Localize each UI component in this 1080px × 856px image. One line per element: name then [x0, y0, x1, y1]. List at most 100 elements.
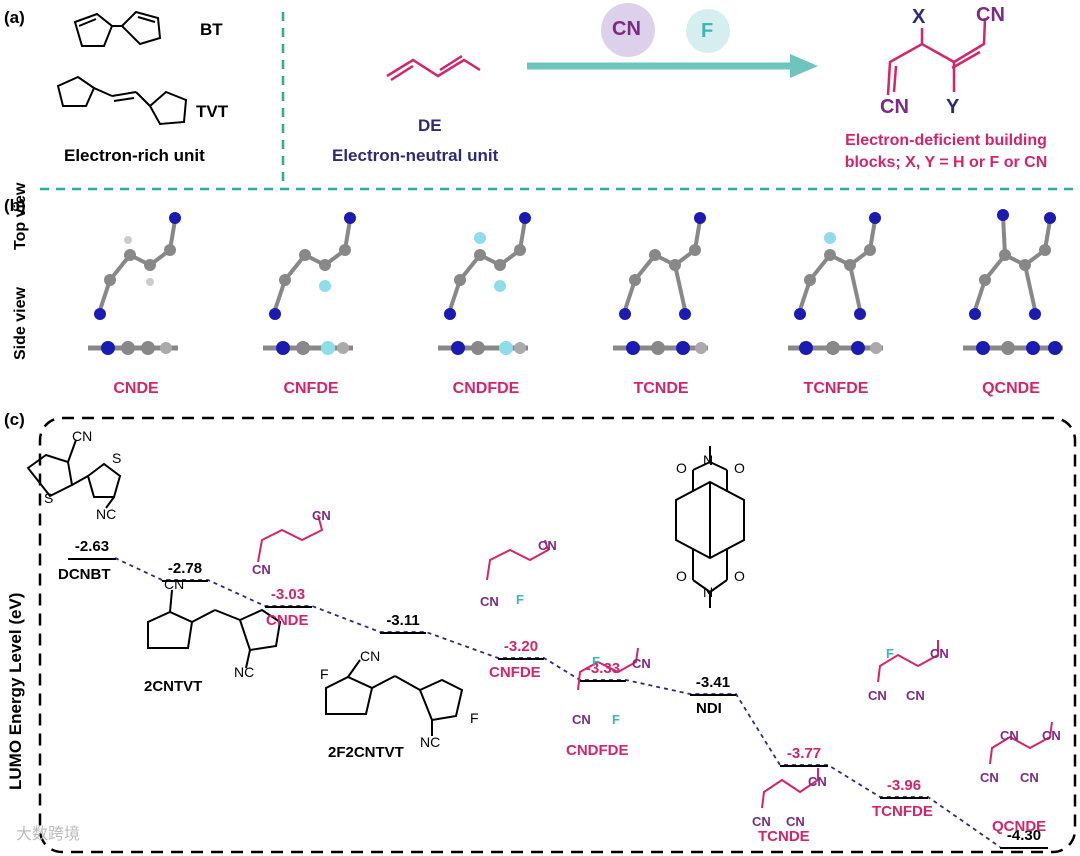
level-bar-tcnfde	[880, 797, 928, 799]
tcnde-frag-cn2: CN	[752, 814, 771, 829]
2f2cntvt-f2: F	[470, 710, 479, 726]
deficient-line-2: blocks; X, Y = H or F or CN	[844, 154, 1048, 171]
tcnde-frag-cn3: CN	[786, 814, 805, 829]
value-cnfde: -3.20	[503, 638, 539, 655]
ndi-n-top: N	[703, 452, 714, 468]
ndi-o2: O	[734, 460, 745, 476]
level-bar-qcnde	[1000, 847, 1048, 849]
mol-label-cndfde: CNDFDE	[452, 380, 520, 397]
2f2cntvt-cn: CN	[360, 648, 381, 664]
tcnfde-frag-cn1: CN	[930, 646, 949, 661]
value-cnde: -3.03	[270, 586, 306, 603]
mol-label-cnde: CNDE	[113, 380, 159, 397]
level-bar-cndfde	[580, 680, 626, 682]
cn-bubble	[601, 3, 655, 57]
mol-label-qcnde: QCNDE	[982, 380, 1040, 397]
value-cndfde: -3.33	[585, 660, 621, 677]
cndfde-frag-f2: F	[612, 712, 620, 727]
cn-bubble-label: CN	[612, 18, 641, 40]
cndfde-frag-f1: F	[592, 654, 600, 669]
top-view-label: Top view	[12, 182, 29, 250]
value-qcnde: -4.30	[1006, 827, 1042, 844]
name-tcnde: TCNDE	[758, 828, 810, 845]
tvt-structure	[56, 75, 188, 126]
name-cndfde: CNDFDE	[566, 742, 629, 759]
panel-c-border	[38, 416, 1077, 854]
dcnbt-nc: NC	[96, 506, 117, 522]
2cntvt-cn: CN	[164, 576, 185, 592]
lumo-axis-label: LUMO Energy Level (eV)	[6, 592, 25, 790]
panel-label-a: (a)	[4, 8, 25, 27]
mol-label-cnfde: CNFDE	[283, 380, 339, 397]
value-ndi: -3.41	[695, 674, 731, 691]
2f2cntvt-structure	[325, 659, 464, 736]
level-bar-dcnbt	[68, 558, 116, 560]
f-bubble-label: F	[701, 20, 714, 42]
qcnde-frag-cn3: CN	[980, 770, 999, 785]
dcnbt-s1: S	[112, 450, 122, 466]
dcnbt-cn: CN	[72, 428, 93, 444]
de-label: DE	[418, 116, 442, 135]
cnfde-frag-cn2: CN	[480, 594, 499, 609]
cndfde-frag-cn1: CN	[632, 656, 651, 671]
ndi-o1: O	[676, 460, 687, 476]
mol-label-tcnfde: TCNFDE	[803, 380, 869, 397]
level-bar-cnfde	[498, 658, 544, 660]
dcnbt-structure	[26, 439, 122, 509]
mol-label-tcnde: TCNDE	[633, 380, 689, 397]
2cntvt-structure	[147, 589, 282, 669]
cnfde-frag-cn1: CN	[538, 538, 557, 553]
2f2cntvt-nc: NC	[420, 734, 441, 750]
side-view-label: Side view	[12, 287, 29, 360]
ndi-structure	[675, 446, 745, 608]
value-2f2cntvt: -3.11	[386, 612, 420, 629]
tcnde-frag-cn1: CN	[808, 774, 827, 789]
tcnfde-frag-cn2: CN	[868, 688, 887, 703]
ndi-o4: O	[734, 568, 745, 584]
value-2cntvt: -2.78	[167, 560, 203, 577]
name-qcnde: QCNDE	[992, 818, 1047, 835]
molecule-models	[88, 209, 1063, 355]
fragment-structures	[257, 514, 1053, 809]
dcnbt-s2: S	[44, 490, 54, 506]
cndfde-frag-cn2: CN	[572, 712, 591, 727]
cn-bottom-label: CN	[880, 96, 909, 118]
cnde-frag-cn2: CN	[252, 562, 271, 577]
electron-neutral-label: Electron-neutral unit	[332, 146, 499, 165]
qcnde-frag-cn2: CN	[1000, 728, 1019, 743]
name-dcnbt: DCNBT	[58, 566, 111, 583]
name-cnfde: CNFDE	[489, 664, 541, 681]
bt-structure	[73, 10, 162, 47]
name-tcnfde: TCNFDE	[872, 803, 933, 820]
value-dcnbt: -2.63	[74, 538, 110, 555]
f-bubble	[686, 9, 730, 53]
name-cnde: CNDE	[266, 612, 309, 629]
ndi-o3: O	[676, 568, 687, 584]
name-2f2cntvt: 2F2CNTVT	[328, 744, 404, 761]
tvt-label: TVT	[196, 102, 229, 121]
level-bar-cnde	[265, 606, 312, 608]
value-tcnfde: -3.96	[886, 777, 922, 794]
cn-top-label: CN	[976, 4, 1005, 26]
2f2cntvt-f1: F	[320, 666, 329, 682]
panel-label-c: (c)	[4, 410, 25, 429]
level-bar-tcnde	[780, 765, 828, 767]
qcnde-frag-cn4: CN	[1020, 770, 1039, 785]
cnde-frag-cn1: CN	[312, 508, 331, 523]
y-label: Y	[946, 96, 960, 118]
deficient-structure	[886, 17, 987, 96]
side-views	[88, 341, 1063, 355]
level-bar-2f2cntvt	[380, 632, 426, 634]
name-ndi: NDI	[696, 700, 722, 717]
x-label: X	[912, 6, 926, 28]
deficient-line-1: Electron-deficient building	[845, 132, 1047, 149]
panel-label-b: (b)	[4, 196, 26, 215]
level-bar-2cntvt	[162, 580, 208, 582]
name-2cntvt: 2CNTVT	[144, 678, 203, 695]
level-bar-ndi	[690, 694, 736, 696]
bt-label: BT	[200, 20, 223, 39]
ndi-n-bottom: N	[703, 584, 714, 600]
value-tcnde: -3.77	[786, 745, 822, 762]
cnfde-frag-f: F	[516, 592, 524, 607]
